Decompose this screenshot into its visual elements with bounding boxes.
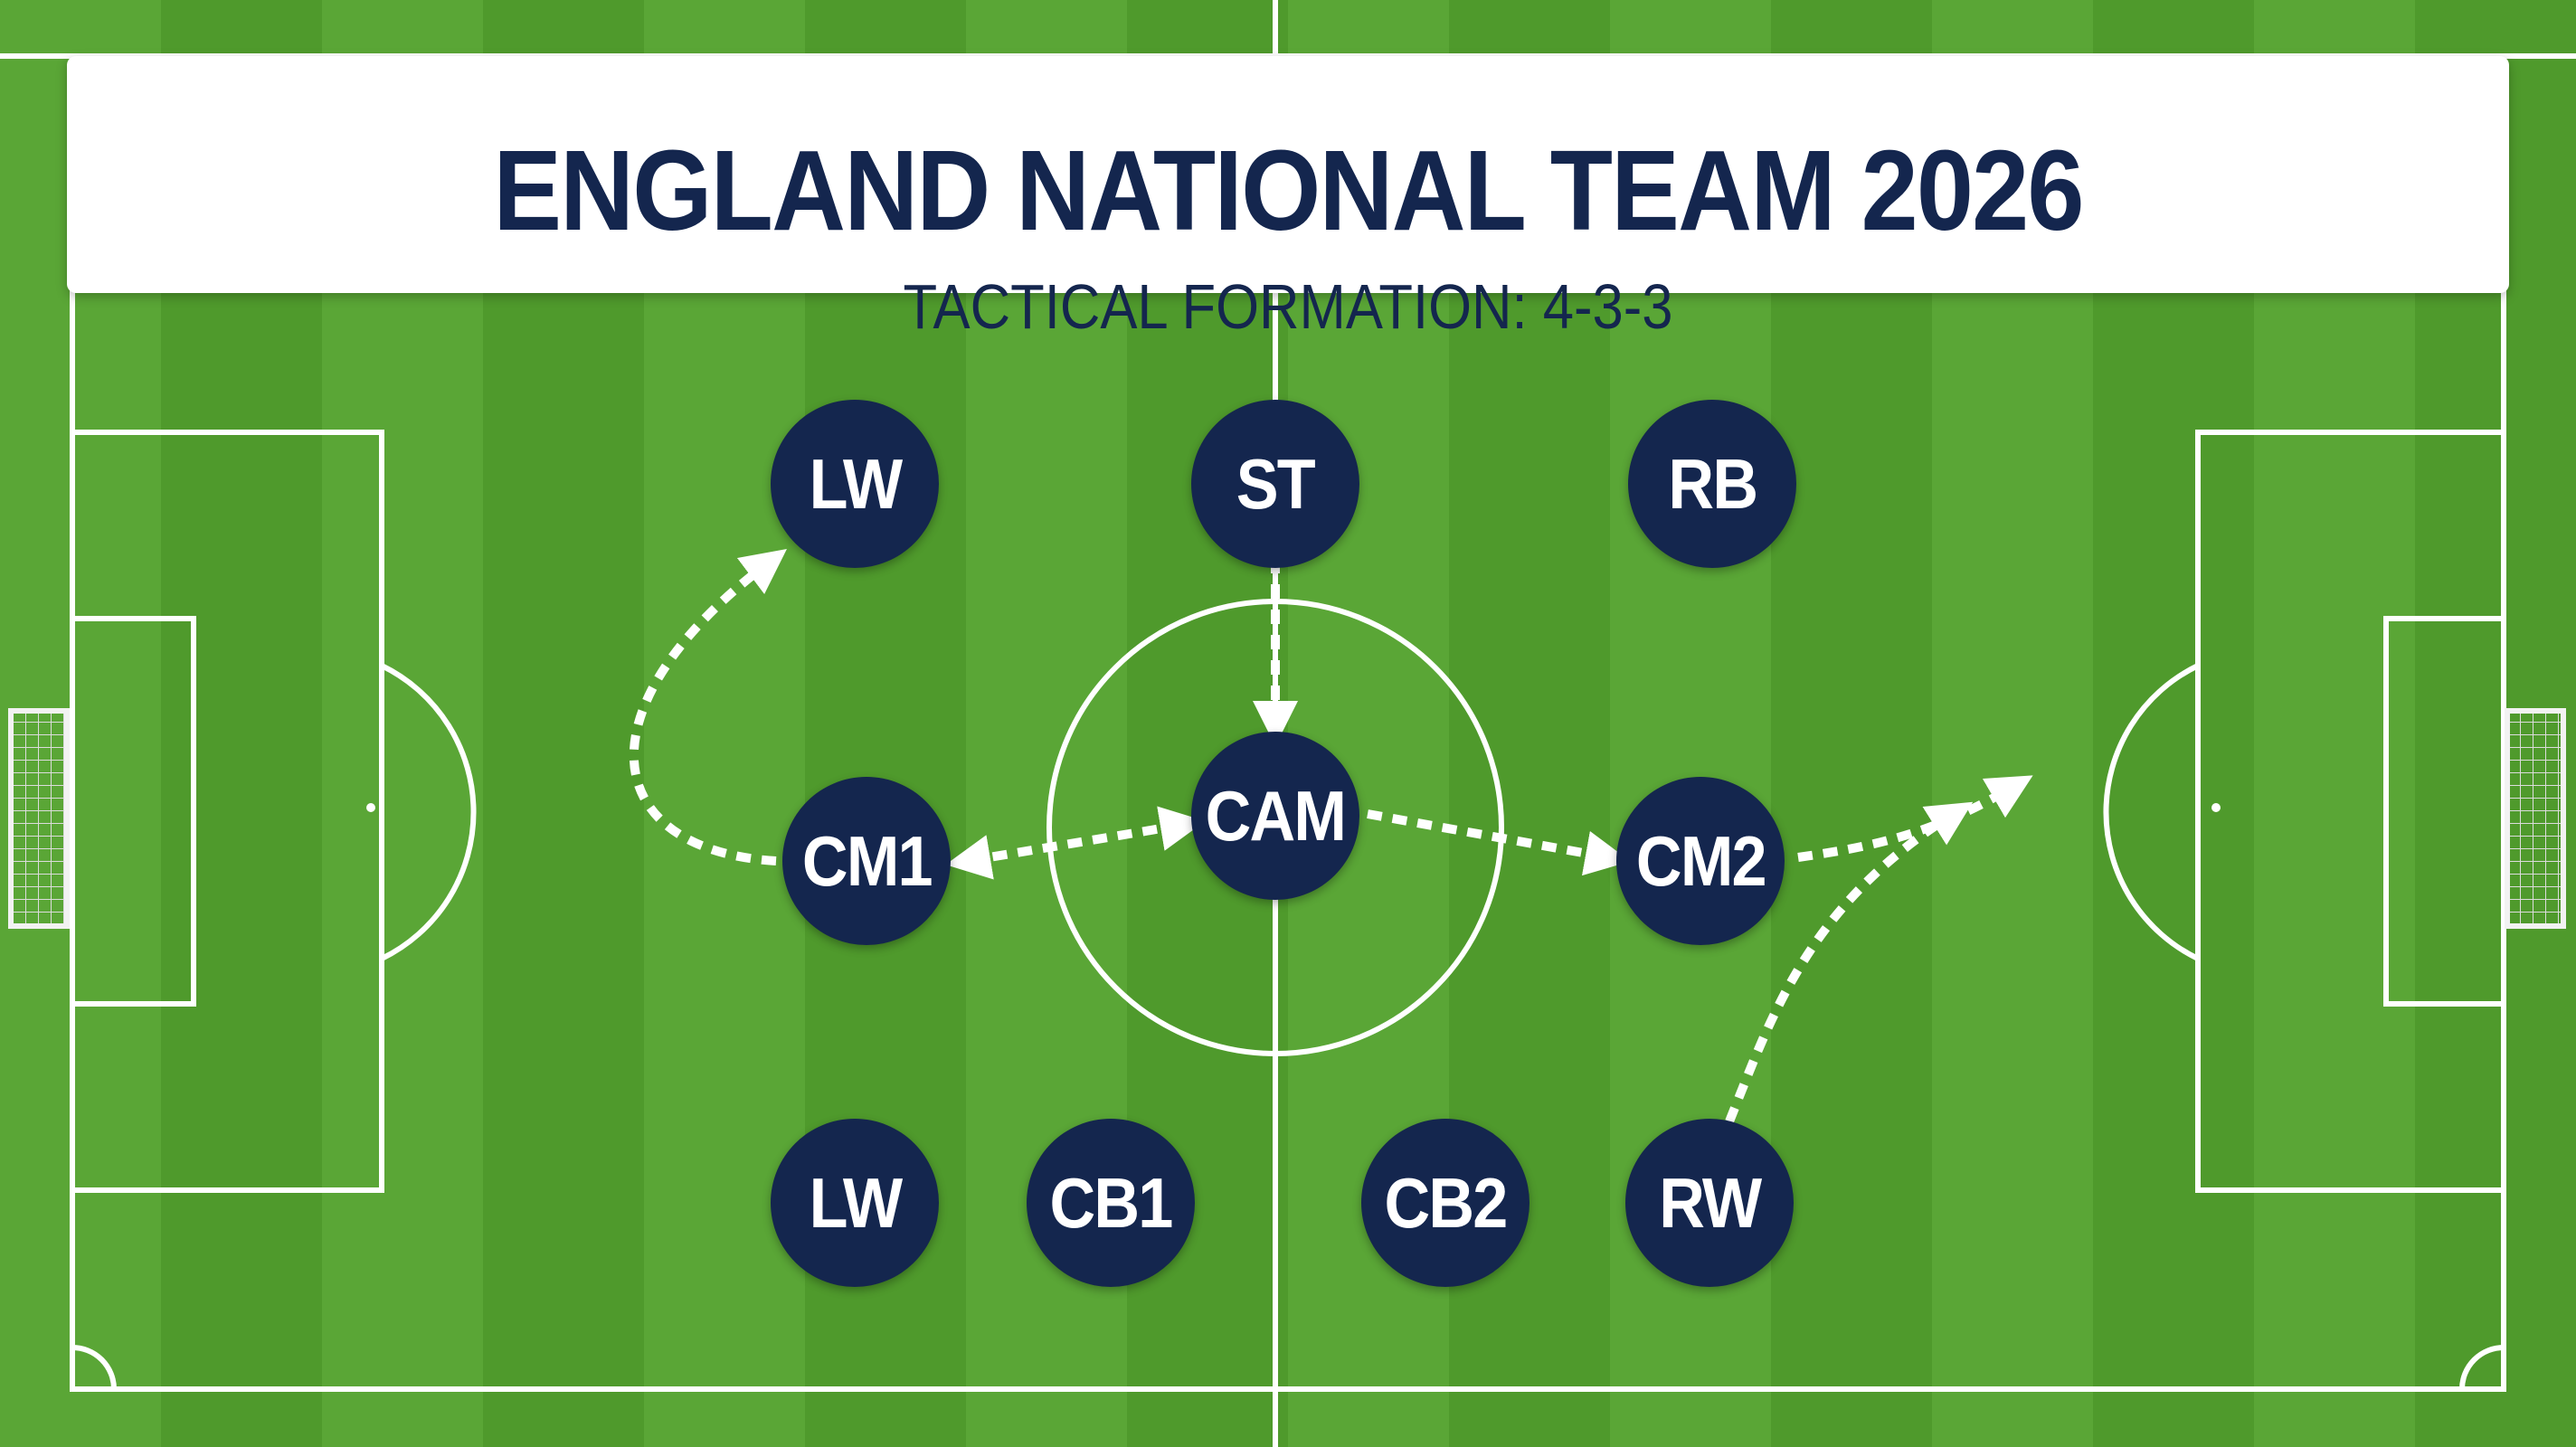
player-lw-bottom[interactable]: LW [771,1119,939,1287]
player-label: CM2 [1635,820,1767,901]
player-label: CB2 [1384,1162,1508,1243]
corner-arc-bottom-right [2459,1345,2505,1390]
player-label: RB [1668,443,1758,524]
arrow-cm2-forward [1797,775,2033,862]
player-cm2[interactable]: CM2 [1616,777,1785,945]
arrow-cm1-to-lw [629,548,787,865]
left-penalty-arc [380,663,477,961]
page-title: ENGLAND NATIONAL TEAM 2026 [493,127,2084,254]
right-penalty-spot [2211,803,2221,812]
left-goal-area [70,616,196,1007]
player-cb1[interactable]: CB1 [1027,1119,1195,1287]
player-label: CM1 [801,820,933,901]
player-label: CAM [1205,775,1347,856]
right-goal-area [2383,616,2506,1007]
title-banner: ENGLAND NATIONAL TEAM 2026 TACTICAL FORM… [67,56,2509,338]
left-goal [8,708,70,929]
formation-subtitle: TACTICAL FORMATION: 4-3-3 [903,271,1673,342]
right-penalty-arc [2103,663,2200,961]
player-label: LW [809,1162,902,1243]
arrow-cam-to-cm2 [1367,809,1631,876]
player-rb[interactable]: RB [1628,400,1796,568]
player-label: LW [809,443,902,524]
player-label: ST [1236,443,1316,524]
player-cam[interactable]: CAM [1191,732,1359,900]
movement-arrows [629,548,2033,1123]
player-label: RW [1658,1162,1762,1243]
player-lw-top[interactable]: LW [771,400,939,568]
player-rw[interactable]: RW [1625,1119,1794,1287]
player-st[interactable]: ST [1191,400,1359,568]
player-cb2[interactable]: CB2 [1361,1119,1530,1287]
corner-arc-bottom-left [71,1345,117,1390]
right-goal [2505,708,2566,929]
player-cm1[interactable]: CM1 [782,777,951,945]
player-label: CB1 [1049,1162,1173,1243]
left-penalty-spot [366,803,375,812]
arrow-cm1-cam [945,806,1206,880]
